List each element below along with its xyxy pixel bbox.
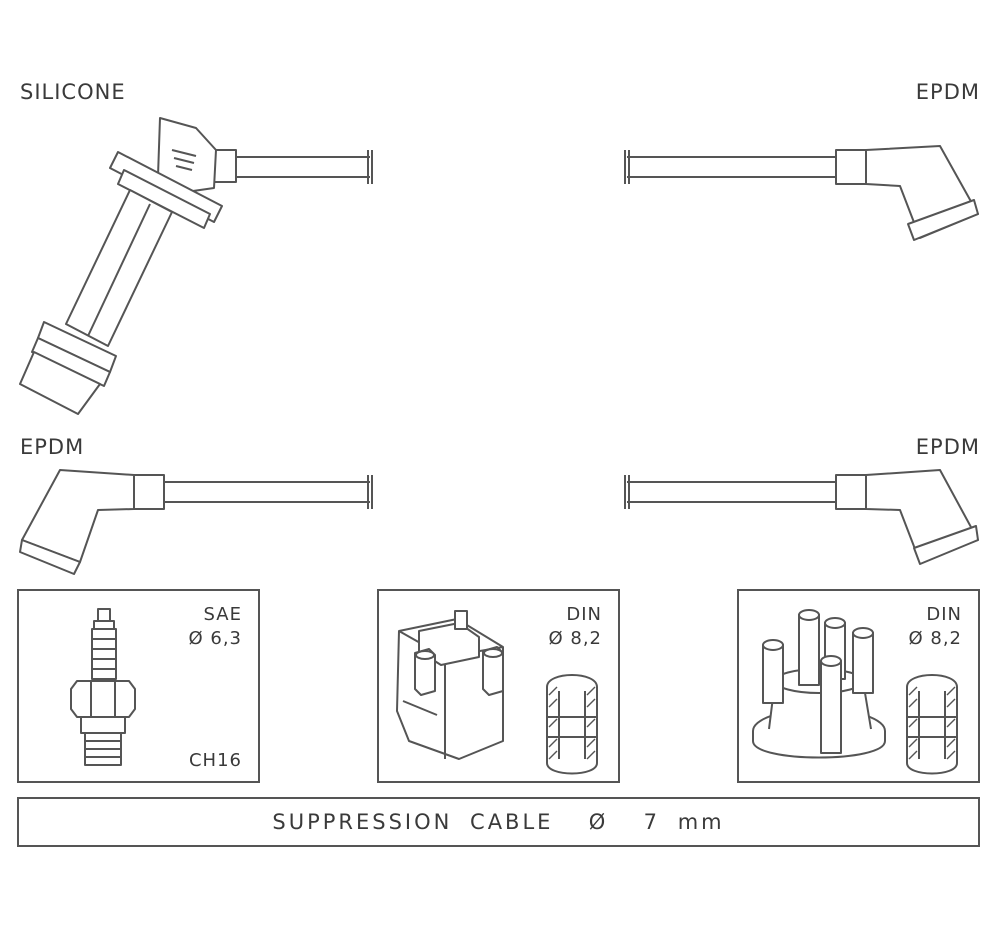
spark-plug-standard: SAE: [203, 604, 242, 625]
epdm-boot-middle-right-icon: [624, 469, 979, 565]
panel-coil: DIN Ø 8,2: [377, 589, 620, 783]
suppression-cable-banner: SUPPRESSION CABLE Ø 7 mm: [17, 797, 980, 847]
silicone-boot-icon: [19, 117, 373, 415]
label-middle-right: EPDM: [915, 435, 980, 459]
coil-diameter: Ø 8,2: [548, 628, 602, 649]
epdm-boot-top-right-icon: [624, 145, 979, 241]
panel-distributor: DIN Ø 8,2: [737, 589, 980, 783]
label-top-right: EPDM: [915, 80, 980, 104]
spark-plug-diameter: Ø 6,3: [188, 628, 242, 649]
banner-text: SUPPRESSION CABLE Ø 7 mm: [272, 810, 725, 834]
distributor-cap-icon: [752, 609, 958, 775]
distributor-diameter: Ø 8,2: [908, 628, 962, 649]
spark-plug-icon: [70, 608, 136, 766]
epdm-boot-middle-left-icon: [19, 469, 373, 575]
distributor-standard: DIN: [926, 604, 962, 625]
label-top-left: SILICONE: [20, 80, 126, 104]
label-middle-left: EPDM: [20, 435, 85, 459]
ignition-coil-icon: [396, 610, 598, 775]
panel-spark-plug: SAE Ø 6,3 CH16: [17, 589, 260, 783]
spark-plug-code: CH16: [188, 750, 242, 771]
coil-standard: DIN: [566, 604, 602, 625]
